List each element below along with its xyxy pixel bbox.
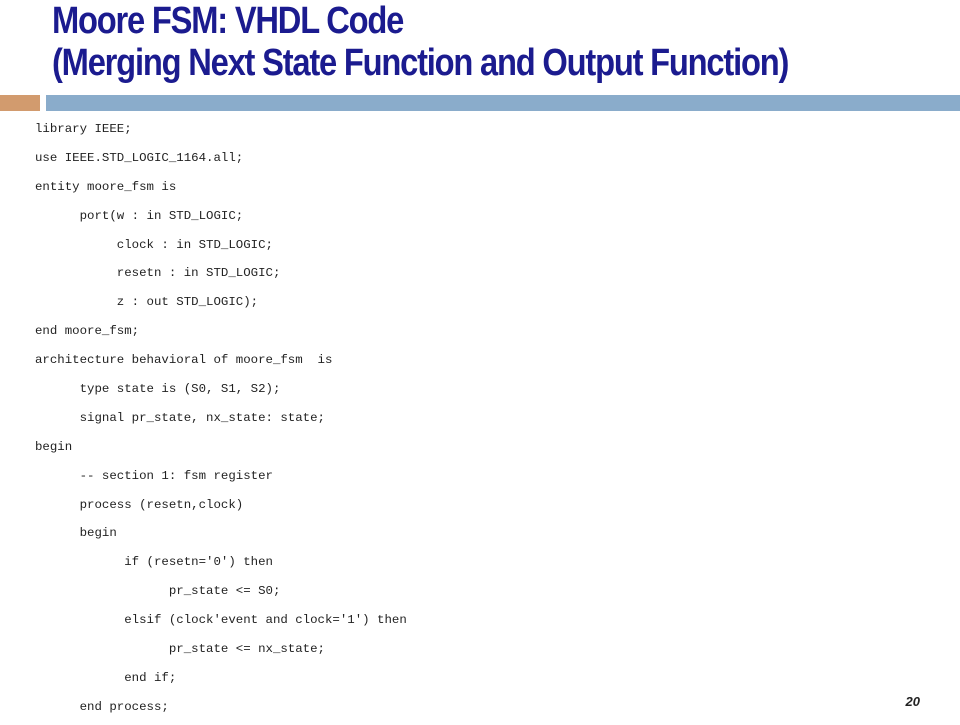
code-line: library IEEE; bbox=[35, 122, 132, 136]
code-line: end moore_fsm; bbox=[35, 324, 140, 339]
code-line: use IEEE.STD_LOGIC_1164.all; bbox=[35, 150, 244, 165]
code-line: entity moore_fsm is bbox=[35, 179, 177, 194]
code-line: clock : in STD_LOGIC; bbox=[35, 237, 273, 252]
code-line: end process; bbox=[35, 699, 169, 714]
code-line: process (resetn,clock) bbox=[35, 497, 244, 512]
code-line: elsif (clock'event and clock='1') then bbox=[35, 613, 407, 628]
vhdl-code-block: library IEEE; use IEEE.STD_LOGIC_1164.all… bbox=[35, 118, 407, 725]
title-divider-accent bbox=[0, 95, 40, 111]
code-line: pr_state <= nx_state; bbox=[35, 642, 325, 657]
code-line: -- section 1: fsm register bbox=[35, 468, 273, 483]
code-line: if (resetn='0') then bbox=[35, 555, 273, 570]
code-line: end if; bbox=[35, 670, 177, 685]
code-line: z : out STD_LOGIC); bbox=[35, 295, 259, 310]
code-line: pr_state <= S0; bbox=[35, 584, 281, 599]
title-divider-bar bbox=[46, 95, 960, 111]
code-line: begin bbox=[35, 439, 73, 454]
slide-title-line-1: Moore FSM: VHDL Code bbox=[52, 0, 404, 42]
code-line: resetn : in STD_LOGIC; bbox=[35, 266, 281, 281]
code-line: port(w : in STD_LOGIC; bbox=[35, 208, 244, 223]
code-line: type state is (S0, S1, S2); bbox=[35, 382, 281, 397]
code-line: architecture behavioral of moore_fsm is bbox=[35, 353, 333, 368]
slide-title: Moore FSM: VHDL Code (Merging Next State… bbox=[52, 0, 789, 84]
code-line: begin bbox=[35, 526, 117, 541]
page-number: 20 bbox=[905, 694, 920, 709]
code-line: signal pr_state, nx_state: state; bbox=[35, 410, 325, 425]
slide-title-line-2: (Merging Next State Function and Output … bbox=[52, 42, 789, 84]
